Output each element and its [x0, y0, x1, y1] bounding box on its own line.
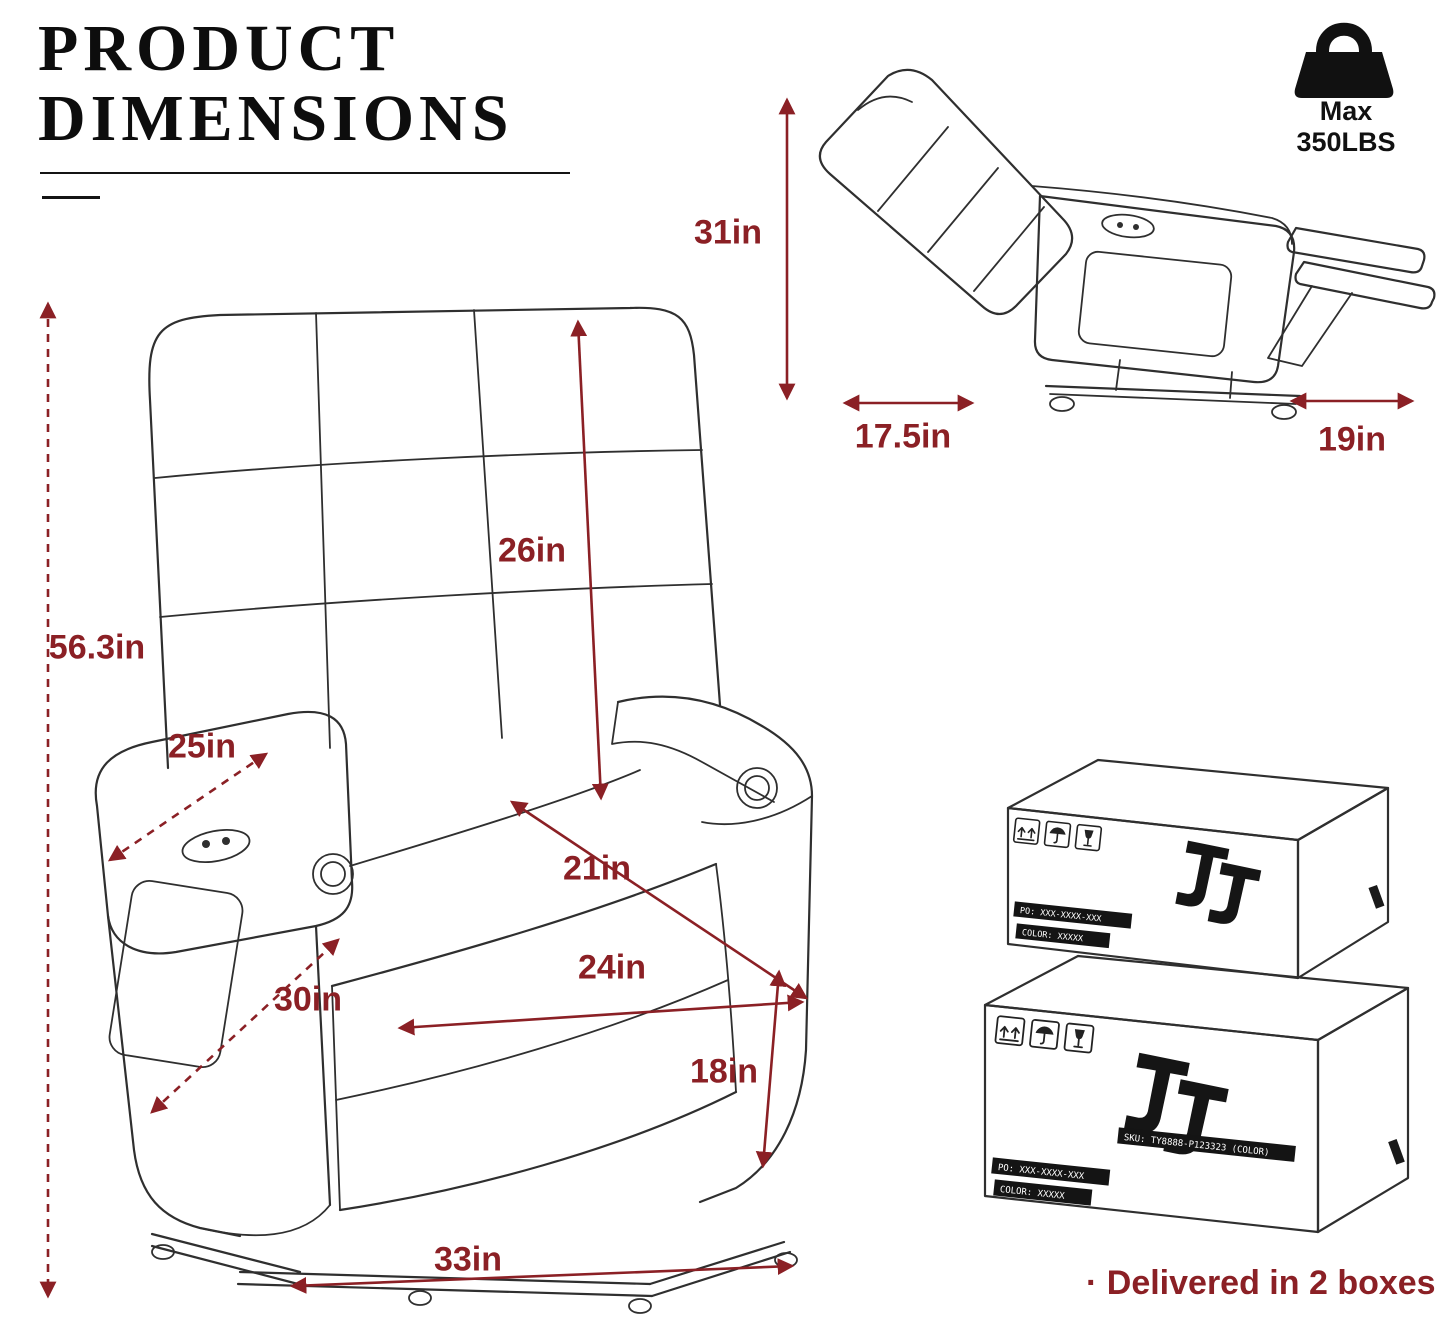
dim-overall-height: 56.3in: [48, 628, 146, 667]
dim-seat-front-height: 18in: [689, 1052, 759, 1091]
box-label-sku: SKU: TY8888-P123323 (COLOR): [1117, 1127, 1296, 1162]
dim-base-width: 33in: [433, 1240, 503, 1279]
kettlebell-weight-icon: [1294, 22, 1394, 98]
footrest-slat-upper: [1286, 226, 1426, 274]
delivery-note: · Delivered in 2 boxes: [1086, 1264, 1436, 1302]
dim-seat-width: 24in: [577, 948, 647, 987]
arrow-30in: [150, 938, 340, 1114]
page-title-line2: DIMENSIONS: [38, 81, 514, 155]
arrow-18in: [755, 969, 787, 1169]
side-stamp: [1388, 1139, 1405, 1165]
page-title-line1: PRODUCT: [38, 12, 400, 85]
handling-icons: [994, 1015, 1095, 1054]
dimension-arrows: [39, 97, 1415, 1299]
box-label-color: COLOR: XXXXX: [993, 1179, 1093, 1206]
dim-footrest-extension: 19in: [1317, 420, 1387, 459]
shipping-box-top: PO: XXX-XXXX-XXX COLOR: XXXXX: [1006, 758, 1390, 980]
box-label-color: COLOR: XXXXX: [1015, 923, 1111, 949]
footrest-slat-lower: [1294, 260, 1436, 310]
front-view-chair-drawing: [94, 306, 814, 1314]
dim-seat-depth: 21in: [562, 849, 632, 888]
max-weight-line2: 350LBS: [1296, 127, 1396, 158]
dim-side-diagonal: 30in: [273, 980, 343, 1019]
arrow-26in: [570, 319, 609, 801]
brand-logo: [1173, 840, 1264, 928]
title-dash: [42, 196, 100, 199]
dim-reclined-back-depth: 17.5in: [854, 417, 952, 456]
dim-reclined-height: 31in: [693, 213, 763, 252]
dim-back-height: 26in: [497, 531, 567, 570]
title-underline: [40, 172, 570, 174]
shipping-boxes-drawing: PO: XXX-XXXX-XXX COLOR: XXXXX SKU: TY888…: [983, 758, 1410, 1234]
remote-control-panel: [1101, 213, 1155, 239]
arrow-33in: [289, 1258, 795, 1294]
dim-arm-diagonal: 25in: [167, 727, 237, 766]
box-label-po: PO: XXX-XXXX-XXX: [1013, 901, 1133, 929]
cup-holder-right: [736, 767, 778, 809]
arrow-25in: [107, 752, 269, 862]
side-stamp: [1368, 884, 1385, 909]
reclined-chair-drawing: [818, 68, 1436, 420]
shipping-box-bottom: SKU: TY8888-P123323 (COLOR) PO: XXX-XXXX…: [983, 954, 1410, 1234]
side-pocket: [108, 880, 244, 1068]
arrow-21in: [509, 800, 809, 1000]
max-weight-label: Max 350LBS: [1276, 96, 1416, 158]
remote-control-panel: [181, 829, 251, 863]
arrow-24in: [397, 994, 805, 1036]
cup-holder-left: [312, 853, 354, 895]
handling-icons: [1012, 817, 1103, 852]
page-title: PRODUCT DIMENSIONS: [38, 14, 513, 154]
max-weight-line1: Max: [1319, 96, 1373, 126]
